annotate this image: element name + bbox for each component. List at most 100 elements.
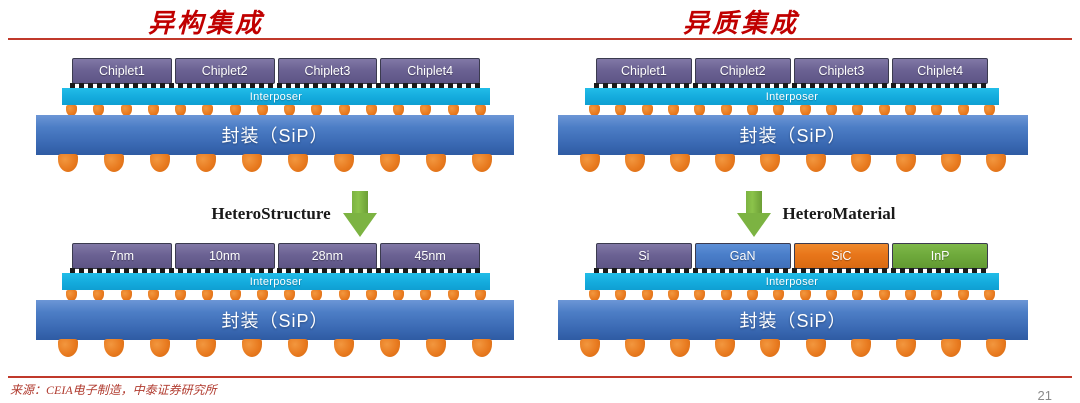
interposer-bar: Interposer <box>585 273 999 290</box>
chiplet-block[interactable]: Chiplet1 <box>596 58 692 84</box>
bga-ball-row <box>580 154 1006 172</box>
solder-ball <box>641 105 653 116</box>
solder-ball <box>365 105 377 116</box>
solder-ball <box>931 290 943 301</box>
solder-ball <box>66 290 77 301</box>
right-diagram-panel: Chiplet1 Chiplet2 Chiplet3 Chiplet4 Inte… <box>540 48 1080 368</box>
material-block[interactable]: SiC <box>793 243 890 269</box>
solder-ball <box>474 105 486 116</box>
right-transition-group: HeteroMaterial <box>540 188 1080 240</box>
bga-ball-row <box>58 154 492 172</box>
microbump-ball-row <box>589 105 995 116</box>
solder-ball <box>825 290 837 301</box>
chiplet-block[interactable]: Chiplet2 <box>694 58 791 84</box>
chiplet-block[interactable]: Chiplet1 <box>72 58 172 84</box>
solder-ball <box>805 339 826 357</box>
solder-ball <box>393 105 405 116</box>
solder-ball <box>66 105 77 116</box>
chiplet-block[interactable]: 10nm <box>174 243 275 269</box>
right-top-chiplet-row: Chiplet1 Chiplet2 Chiplet3 Chiplet4 <box>596 58 988 84</box>
solder-ball <box>288 154 308 172</box>
sip-package-bar: 封装（SiP） <box>36 115 514 155</box>
solder-ball <box>202 290 214 301</box>
solder-ball <box>760 154 781 172</box>
solder-ball <box>175 105 187 116</box>
microbump-ball-row <box>589 290 995 301</box>
solder-ball <box>641 290 653 301</box>
hetero-structure-label: HeteroStructure <box>211 204 331 223</box>
chiplet-block[interactable]: 28nm <box>277 243 378 269</box>
solder-ball <box>715 154 736 172</box>
right-top-stack: Chiplet1 Chiplet2 Chiplet3 Chiplet4 Inte… <box>540 58 1080 178</box>
solder-ball <box>196 154 216 172</box>
material-block[interactable]: InP <box>892 243 988 269</box>
chiplet-block[interactable]: Chiplet2 <box>174 58 275 84</box>
solder-ball <box>284 105 296 116</box>
solder-ball <box>242 339 262 357</box>
solder-ball <box>93 105 105 116</box>
solder-ball <box>852 290 864 301</box>
solder-ball <box>694 290 706 301</box>
solder-ball <box>985 339 1006 357</box>
solder-ball <box>878 105 890 116</box>
solder-ball <box>420 290 432 301</box>
solder-ball <box>447 290 459 301</box>
chiplet-block[interactable]: Chiplet3 <box>793 58 890 84</box>
solder-ball <box>120 290 132 301</box>
solder-ball <box>288 339 308 357</box>
left-section-title: 异构集成 <box>148 9 265 38</box>
solder-ball <box>229 290 241 301</box>
chiplet-block[interactable]: Chiplet4 <box>892 58 988 84</box>
right-bottom-stack: Si GaN SiC InP Interposer 封装（SiP） <box>540 243 1080 363</box>
solder-ball <box>175 290 187 301</box>
interposer-bar: Interposer <box>62 88 490 105</box>
solder-ball <box>150 154 170 172</box>
solder-ball <box>196 339 216 357</box>
solder-ball <box>380 154 400 172</box>
title-row: 异构集成 异质集成 <box>0 0 1080 42</box>
arrow-down-icon <box>736 191 771 237</box>
chiplet-block[interactable]: Chiplet4 <box>380 58 480 84</box>
arrow-down-icon <box>342 191 377 237</box>
solder-ball <box>931 105 943 116</box>
solder-ball <box>147 290 159 301</box>
solder-ball <box>615 290 627 301</box>
source-citation: 来源：CEIA电子制造，中泰证券研究所 <box>10 383 217 397</box>
solder-ball <box>338 290 350 301</box>
solder-ball <box>773 290 785 301</box>
solder-ball <box>420 105 432 116</box>
chiplet-block[interactable]: 45nm <box>380 243 480 269</box>
solder-ball <box>957 105 969 116</box>
solder-ball <box>670 339 691 357</box>
solder-ball <box>338 105 350 116</box>
page-number: 21 <box>1037 388 1052 403</box>
sip-package-bar: 封装（SiP） <box>558 115 1028 155</box>
left-transition-group: HeteroStructure <box>0 188 570 240</box>
left-top-stack: Chiplet1 Chiplet2 Chiplet3 Chiplet4 Inte… <box>0 58 540 178</box>
sip-package-bar: 封装（SiP） <box>558 300 1028 340</box>
solder-ball <box>474 290 486 301</box>
chiplet-block[interactable]: Chiplet3 <box>277 58 378 84</box>
solder-ball <box>746 290 758 301</box>
solder-ball <box>985 154 1006 172</box>
solder-ball <box>58 154 78 172</box>
solder-ball <box>667 105 679 116</box>
solder-ball <box>426 154 446 172</box>
material-block[interactable]: Si <box>596 243 692 269</box>
solder-ball <box>625 154 646 172</box>
title-divider-rule <box>8 38 1072 40</box>
solder-ball <box>242 154 262 172</box>
solder-ball <box>104 154 124 172</box>
solder-ball <box>773 105 785 116</box>
left-bottom-stack: 7nm 10nm 28nm 45nm Interposer 封装（SiP） <box>0 243 540 363</box>
microbump-ball-row <box>66 105 486 116</box>
left-bottom-chiplet-row: 7nm 10nm 28nm 45nm <box>72 243 480 269</box>
solder-ball <box>311 105 323 116</box>
chiplet-block[interactable]: 7nm <box>72 243 172 269</box>
microbump-band <box>594 268 990 273</box>
microbump-band <box>70 268 482 273</box>
solder-ball <box>104 339 124 357</box>
solder-ball <box>256 290 268 301</box>
material-block[interactable]: GaN <box>694 243 791 269</box>
solder-ball <box>799 105 811 116</box>
